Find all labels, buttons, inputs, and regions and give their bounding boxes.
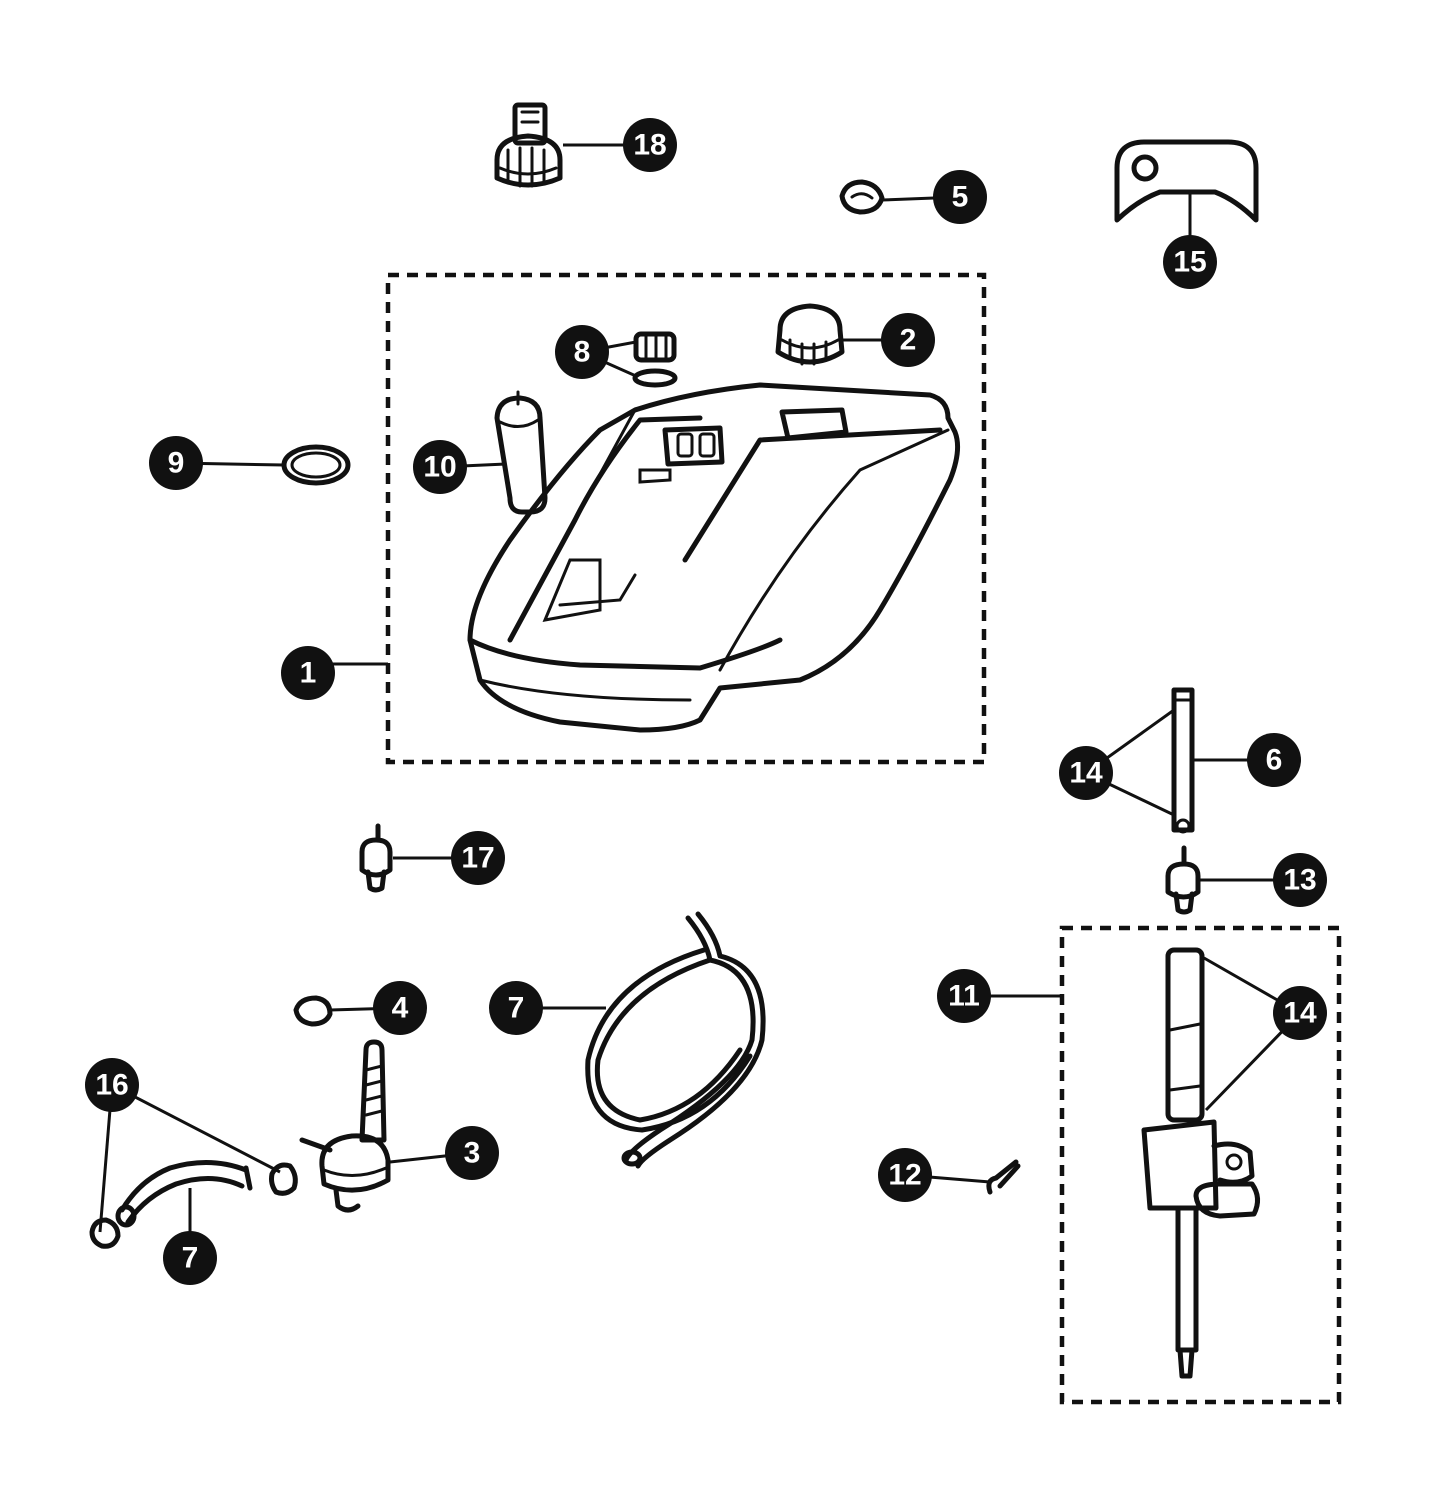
hose-clip-part-right — [269, 1162, 298, 1196]
fuel-hose-long-part — [585, 911, 766, 1169]
svg-text:17: 17 — [461, 842, 494, 875]
fuel-hose-short-part — [115, 1159, 253, 1228]
callout-14-upper: 14 — [1059, 746, 1113, 800]
assembly-box-fuel-tank — [385, 272, 987, 765]
svg-text:15: 15 — [1173, 246, 1206, 279]
fuel-gauge-assembly-part — [1141, 947, 1260, 1379]
clamp-nut-part — [293, 995, 333, 1027]
callout-2: 2 — [881, 313, 935, 367]
callout-10: 10 — [413, 440, 467, 494]
svg-text:4: 4 — [392, 992, 409, 1025]
inline-filter-part — [359, 823, 393, 893]
callout-1: 1 — [281, 646, 335, 700]
callout-4: 4 — [373, 981, 427, 1035]
callout-7-long-hose: 7 — [489, 981, 543, 1035]
fuel-tank-part — [467, 382, 961, 733]
fuel-tap-part — [299, 1039, 391, 1213]
svg-text:16: 16 — [95, 1069, 128, 1102]
tank-bracket-part — [1114, 139, 1259, 223]
svg-text:10: 10 — [423, 451, 456, 484]
svg-text:7: 7 — [508, 992, 525, 1025]
svg-text:12: 12 — [888, 1159, 921, 1192]
cap-and-washer-part — [632, 331, 678, 388]
svg-text:9: 9 — [168, 447, 185, 480]
callout-8: 8 — [555, 325, 609, 379]
svg-text:14: 14 — [1283, 997, 1317, 1030]
seal-ring-part — [281, 444, 351, 486]
inline-filter-part-right — [1165, 845, 1201, 915]
locking-fuel-cap-part — [494, 102, 563, 188]
assembly-box-fuel-gauge — [1059, 925, 1342, 1405]
callout-6: 6 — [1247, 733, 1301, 787]
hose-clip-part-left — [89, 1217, 121, 1249]
grommet-part — [839, 179, 885, 215]
svg-text:13: 13 — [1283, 864, 1316, 897]
callout-15: 15 — [1163, 235, 1217, 289]
callout-18: 18 — [623, 118, 677, 172]
svg-text:14: 14 — [1069, 757, 1103, 790]
svg-text:3: 3 — [464, 1137, 481, 1170]
svg-text:6: 6 — [1266, 744, 1283, 777]
svg-text:11: 11 — [948, 980, 980, 1013]
callout-17: 17 — [451, 831, 505, 885]
callout-12: 12 — [878, 1148, 932, 1202]
screw-part — [986, 1159, 1021, 1195]
svg-text:1: 1 — [300, 657, 317, 690]
callout-13: 13 — [1273, 853, 1327, 907]
svg-text:5: 5 — [952, 181, 969, 214]
callout-16: 16 — [85, 1058, 139, 1112]
filler-cap-part — [775, 303, 845, 366]
callout-9: 9 — [149, 436, 203, 490]
callout-5: 5 — [933, 170, 987, 224]
callout-11: 11 — [937, 969, 991, 1023]
callout-3: 3 — [445, 1126, 499, 1180]
svg-text:7: 7 — [182, 1242, 199, 1275]
callout-14-lower: 14 — [1273, 986, 1327, 1040]
svg-text:2: 2 — [900, 324, 917, 357]
svg-text:8: 8 — [574, 336, 591, 369]
fuel-strainer-part — [494, 390, 548, 515]
callout-7-short-hose: 7 — [163, 1231, 217, 1285]
sight-tube-part — [1171, 687, 1195, 834]
svg-text:18: 18 — [633, 129, 666, 162]
